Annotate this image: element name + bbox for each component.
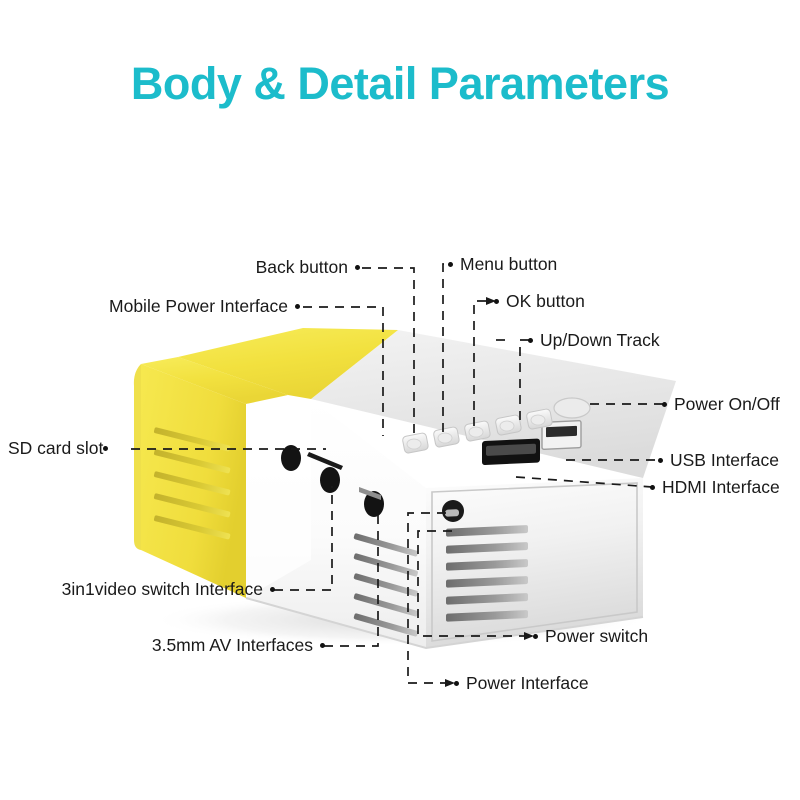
leader-video-switch-interface bbox=[274, 486, 333, 591]
right-face-bevel bbox=[431, 482, 638, 642]
callout-up-down-track-label: Up/Down Track bbox=[540, 330, 660, 350]
callout-power-on-off-label: Power On/Off bbox=[674, 394, 780, 414]
callout-ok-button-label: OK button bbox=[506, 291, 585, 311]
dot-marker-icon bbox=[355, 264, 360, 270]
projector-right-face bbox=[426, 478, 643, 648]
dot-marker-icon bbox=[533, 633, 538, 639]
leader-power-interface bbox=[407, 512, 449, 684]
dot-marker-icon bbox=[662, 401, 667, 407]
button-mobile-power bbox=[433, 426, 460, 448]
callout-mobile-power-interface[interactable]: Mobile Power Interface bbox=[60, 296, 300, 316]
dot-marker-icon bbox=[650, 484, 655, 490]
button-ok bbox=[495, 414, 522, 436]
leader-power-switch bbox=[417, 530, 528, 637]
page-title: Body & Detail Parameters bbox=[130, 58, 670, 109]
leader-mobile-power-interface bbox=[303, 306, 384, 436]
callout-mobile-power-interface-label: Mobile Power Interface bbox=[109, 296, 288, 316]
accent-edge-highlight bbox=[133, 364, 141, 550]
callout-video-switch-interface-label: 3in1video switch Interface bbox=[61, 579, 263, 599]
callout-power-interface-label: Power Interface bbox=[466, 673, 589, 693]
dot-marker-icon bbox=[295, 303, 300, 309]
dot-marker-icon bbox=[528, 337, 533, 343]
button-up-down-track bbox=[526, 408, 553, 430]
callout-back-button-label: Back button bbox=[255, 257, 348, 277]
projector-top-face bbox=[311, 330, 676, 478]
leader-up-down-track bbox=[519, 339, 534, 420]
usb-interface-port bbox=[541, 420, 582, 450]
micro-slot bbox=[359, 487, 381, 500]
right-vent-slots bbox=[446, 525, 528, 622]
callout-sd-card-slot[interactable]: SD card slot bbox=[8, 438, 115, 458]
dot-marker-icon bbox=[448, 261, 453, 267]
callout-av-interfaces[interactable]: 3.5mm AV Interfaces bbox=[105, 635, 325, 655]
callout-video-switch-interface[interactable]: 3in1video switch Interface bbox=[30, 579, 275, 599]
projector-front-face bbox=[246, 399, 426, 648]
video-switch-port bbox=[320, 467, 340, 493]
callout-usb-interface[interactable]: USB Interface bbox=[658, 450, 779, 470]
callout-power-switch[interactable]: Power switch bbox=[533, 626, 649, 646]
callout-usb-interface-label: USB Interface bbox=[670, 450, 779, 470]
dot-marker-icon bbox=[454, 680, 459, 686]
leader-ok-button bbox=[473, 300, 490, 426]
power-jack-port bbox=[442, 500, 464, 522]
projector-top-accent bbox=[178, 328, 398, 399]
button-back bbox=[402, 432, 429, 454]
callout-power-switch-label: Power switch bbox=[545, 626, 649, 646]
callout-sd-card-slot-label: SD card slot bbox=[8, 438, 104, 458]
leader-back-button bbox=[362, 267, 415, 440]
callout-power-on-off[interactable]: Power On/Off bbox=[662, 394, 780, 414]
dot-marker-icon bbox=[658, 457, 663, 463]
callout-menu-button-label: Menu button bbox=[460, 254, 558, 274]
callout-hdmi-interface[interactable]: HDMI Interface bbox=[650, 477, 780, 497]
dot-marker-icon bbox=[103, 445, 109, 451]
leader-hdmi-interface bbox=[515, 476, 653, 488]
callout-hdmi-interface-label: HDMI Interface bbox=[662, 477, 780, 497]
leader-menu-button bbox=[442, 263, 452, 432]
projector-accent-cap-top bbox=[141, 357, 288, 404]
control-button-row bbox=[402, 397, 591, 454]
hdmi-interface-port bbox=[482, 438, 540, 465]
dot-marker-icon bbox=[270, 586, 275, 592]
sd-card-slot bbox=[307, 452, 343, 470]
button-power-on-off bbox=[553, 397, 591, 419]
callout-ok-button[interactable]: OK button bbox=[494, 291, 585, 311]
accent-vent-slots bbox=[153, 427, 231, 540]
button-menu bbox=[464, 420, 491, 442]
callout-back-button[interactable]: Back button bbox=[180, 257, 360, 277]
projector-accent-left-face bbox=[141, 364, 246, 598]
front-vent-slots bbox=[353, 533, 418, 637]
power-switch-toggle bbox=[445, 509, 459, 517]
av-jack-port bbox=[281, 445, 301, 471]
mobile-power-port bbox=[364, 491, 384, 517]
dot-marker-icon bbox=[320, 642, 325, 648]
callout-power-interface[interactable]: Power Interface bbox=[454, 673, 589, 693]
callout-av-interfaces-label: 3.5mm AV Interfaces bbox=[151, 635, 313, 655]
callout-up-down-track[interactable]: Up/Down Track bbox=[528, 330, 660, 350]
dot-marker-icon bbox=[494, 298, 499, 304]
callout-menu-button[interactable]: Menu button bbox=[448, 254, 558, 274]
leader-av-interfaces bbox=[324, 512, 379, 647]
